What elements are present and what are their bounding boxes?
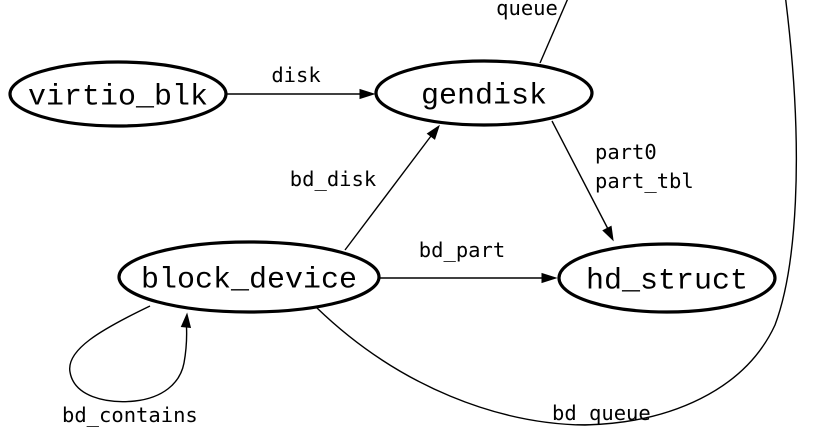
arrowhead-bd-contains — [180, 312, 192, 328]
node-label-hd-struct: hd_struct — [586, 265, 748, 299]
node-label-gendisk: gendisk — [421, 80, 547, 114]
node-label-virtio-blk: virtio_blk — [28, 81, 208, 115]
arrowhead-bd-part — [541, 272, 558, 284]
edge-queue — [539, 0, 569, 64]
edge-bd-disk — [344, 135, 432, 251]
node-ellipse-block-device — [117, 240, 381, 314]
edge-bd-queue — [316, 0, 798, 426]
edge-labels-layer: disk queue bd_disk part0 part_tbl bd_par… — [62, 0, 694, 427]
node-ellipse-hd-struct — [557, 242, 777, 314]
edge-part — [551, 120, 609, 230]
edge-label-part0: part0 — [595, 140, 657, 164]
node-ellipse-virtio-blk — [8, 60, 228, 128]
edge-label-bd-contains: bd_contains — [62, 403, 198, 427]
edge-label-bd-queue: bd_queue — [552, 401, 651, 425]
arrowhead-disk — [359, 88, 376, 100]
arrowhead-bd-disk — [426, 124, 440, 140]
edge-bd-contains — [69, 305, 188, 403]
edges-layer — [69, 0, 798, 426]
arrowhead-part — [602, 225, 614, 242]
edge-label-bd-part: bd_part — [419, 238, 505, 262]
node-label-block-device: block_device — [141, 264, 357, 298]
edge-label-queue: queue — [496, 0, 558, 20]
nodes-layer: virtio_blk gendisk block_device hd_struc… — [8, 59, 777, 314]
edge-label-bd-disk: bd_disk — [290, 167, 377, 191]
edge-label-disk: disk — [271, 63, 321, 87]
edge-label-part-tbl: part_tbl — [595, 169, 694, 193]
node-ellipse-gendisk — [374, 59, 594, 127]
